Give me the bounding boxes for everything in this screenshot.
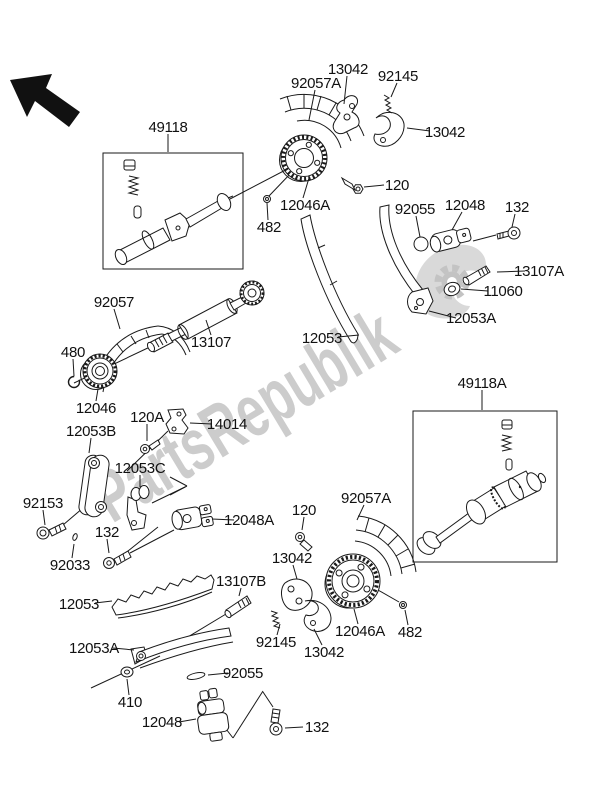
- chain-guide-12053-center: [300, 214, 359, 344]
- part-label-92055-top: 92055: [395, 201, 435, 218]
- part-label-92057: 92057: [94, 294, 134, 311]
- chain-guide-12053-bottom: [111, 574, 215, 619]
- spring: [500, 434, 513, 452]
- part-label-92145-bottom: 92145: [256, 634, 296, 651]
- part-label-49118a: 49118A: [458, 375, 507, 392]
- leader-lines: [42, 75, 526, 729]
- part-label-482-top: 482: [257, 219, 281, 236]
- spring-92145-bottom: [270, 610, 281, 629]
- part-label-410: 410: [118, 694, 142, 711]
- sensor-12048-bottom: [197, 687, 230, 742]
- part-label-13042-bottom: 13042: [304, 644, 344, 661]
- chain-guide-flyweight-top-right: [373, 111, 405, 147]
- part-label-12046a-bottom: 12046A: [335, 623, 385, 640]
- camshaft: [114, 193, 234, 265]
- bolt-120a: [140, 439, 161, 454]
- part-label-12048a: 12048A: [224, 512, 274, 529]
- pin: [133, 205, 142, 219]
- part-label-12048-top: 12048: [445, 197, 485, 214]
- cam-sprocket-top: [279, 134, 328, 182]
- part-label-92055-bottom: 92055: [223, 665, 263, 682]
- part-label-12048-bottom: 12048: [142, 714, 182, 731]
- cam-sprocket-12046a-bottom: [324, 553, 381, 609]
- part-label-12046a-top: 12046A: [280, 197, 330, 214]
- spring-92145-top: [383, 94, 393, 114]
- part-label-12046: 12046: [76, 400, 116, 417]
- bolt-132-bottom: [269, 708, 283, 736]
- bolt-132-top: [496, 226, 521, 240]
- washer-11060: [443, 281, 461, 297]
- bolt-132-left: [103, 550, 132, 569]
- chain-guide-12053a-right: [379, 204, 434, 315]
- part-label-14014: 14014: [207, 416, 247, 433]
- oring-482-top: [263, 195, 271, 203]
- group-box-49118: [102, 152, 244, 270]
- part-label-49118: 49118: [148, 119, 187, 136]
- part-label-92153: 92153: [23, 495, 63, 512]
- part-label-13107: 13107: [191, 334, 231, 351]
- part-label-132-top: 132: [505, 199, 529, 216]
- oring-92055-top: [413, 236, 429, 252]
- part-label-13042-bottom-left: 13042: [272, 550, 312, 567]
- camshaft: [416, 470, 547, 555]
- bolt-92153: [36, 522, 67, 540]
- tappet-cap: [123, 159, 136, 171]
- flyweight-13042-bottom-left: [281, 578, 313, 611]
- bolt-120-top: [340, 176, 364, 194]
- part-label-12053b: 12053B: [66, 423, 116, 440]
- chain-guide-12053a-bottom: [130, 627, 234, 669]
- camshaft-13107: [146, 280, 265, 353]
- part-label-92033: 92033: [50, 557, 90, 574]
- part-label-132-left: 132: [95, 524, 119, 541]
- part-label-13107b: 13107B: [216, 573, 266, 590]
- part-label-12053a-right: 12053A: [446, 310, 496, 327]
- oring-92055-bottom: [186, 672, 206, 680]
- group-box-49118a: [412, 410, 558, 563]
- part-label-12053-center: 12053: [302, 330, 342, 347]
- part-label-92057a-bottom: 92057A: [341, 490, 391, 507]
- part-label-11060: 11060: [483, 283, 522, 300]
- sensor-12048a: [171, 504, 214, 531]
- part-label-480: 480: [61, 344, 85, 361]
- chain-guide-flyweight-top-left: [332, 95, 360, 135]
- part-label-132-bottom: 132: [305, 719, 329, 736]
- stud-13107b: [224, 595, 252, 619]
- part-label-120a: 120A: [130, 409, 164, 426]
- part-label-12053-bottom: 12053: [59, 596, 99, 613]
- part-label-92057a-top: 92057A: [291, 75, 341, 92]
- part-label-13042-top: 13042: [328, 61, 368, 78]
- flyweight-13042-bottom-right: [303, 599, 332, 632]
- gear-12046: [80, 353, 118, 390]
- part-label-120-bottom: 120: [292, 502, 316, 519]
- pin: [505, 458, 513, 471]
- part-label-120-top: 120: [385, 177, 409, 194]
- tensioner-link-12053b: [78, 454, 110, 518]
- direction-arrow-icon: [10, 74, 80, 127]
- oring-482-bottom: [399, 601, 407, 609]
- pin-92033: [72, 533, 78, 541]
- part-label-12053c: 12053C: [115, 460, 166, 477]
- part-label-12053a-bottom: 12053A: [69, 640, 119, 657]
- part-label-13042-top-right: 13042: [425, 124, 465, 141]
- tensioner-guide-12053c: [126, 485, 150, 531]
- spring: [127, 175, 140, 196]
- snap-ring-480: [67, 375, 81, 389]
- sensor-12048-top: [429, 227, 472, 253]
- washer-410: [120, 666, 134, 678]
- stud-13107a: [462, 265, 491, 286]
- bracket-14014: [165, 408, 189, 435]
- part-label-92145-top: 92145: [378, 68, 418, 85]
- part-label-13107a: 13107A: [514, 263, 564, 280]
- part-label-482-bottom: 482: [398, 624, 422, 641]
- bolt-120-bottom: [295, 532, 313, 552]
